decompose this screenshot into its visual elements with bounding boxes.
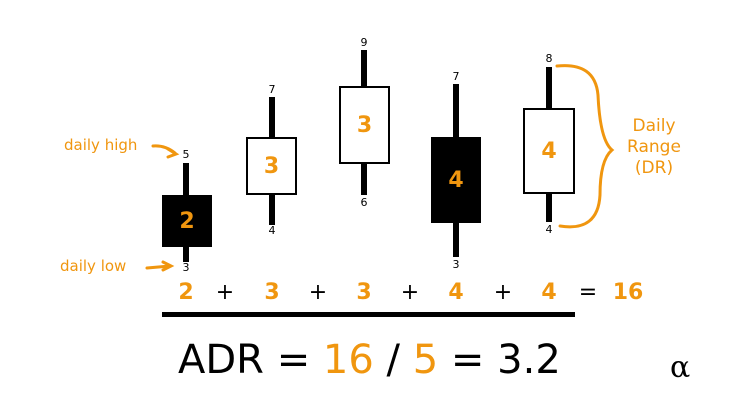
denominator: 5 [412, 337, 439, 383]
alpha-logo: α [670, 350, 691, 385]
range-value: 2 [179, 208, 195, 234]
brace-icon [555, 64, 615, 229]
low-value: 3 [182, 261, 190, 274]
daily-high-label: daily high [64, 136, 138, 154]
adr-result: 3.2 [497, 337, 561, 383]
high-value: 8 [545, 52, 553, 65]
low-value: 3 [452, 258, 460, 271]
equals-sign: = [450, 337, 485, 383]
adr-label: ADR [178, 337, 264, 383]
daily-range-label: Daily Range (DR) [626, 116, 682, 179]
candle-body: 4 [523, 108, 575, 194]
candle-body: 4 [431, 137, 481, 223]
high-value: 7 [268, 83, 276, 96]
equals-sign: = [578, 280, 598, 305]
candle-body: 3 [246, 137, 297, 195]
arrow-icon [145, 264, 172, 270]
arrow-head-icon [166, 147, 180, 159]
sum-term: 3 [356, 280, 372, 305]
arrow-head-icon [161, 260, 175, 272]
plus-sign: + [493, 280, 513, 305]
low-value: 6 [360, 196, 368, 209]
sum-term: 4 [541, 280, 557, 305]
daily-low-label: daily low [60, 257, 127, 275]
high-value: 7 [452, 70, 460, 83]
divider-line [162, 312, 575, 317]
daily-range-line: (DR) [634, 158, 674, 178]
equals-sign: = [276, 337, 311, 383]
range-value: 3 [356, 112, 373, 138]
range-value: 3 [263, 153, 280, 179]
range-value: 4 [448, 167, 464, 193]
divide-sign: / [386, 337, 401, 383]
sum-term: 4 [448, 280, 464, 305]
low-value: 4 [268, 224, 276, 237]
plus-sign: + [308, 280, 328, 305]
candle-body: 3 [339, 86, 390, 164]
candle-body: 2 [162, 195, 212, 247]
plus-sign: + [215, 280, 235, 305]
high-value: 9 [360, 36, 368, 49]
sum-term: 3 [264, 280, 280, 305]
daily-range-line: Daily [632, 116, 676, 136]
daily-range-line: Range [627, 137, 681, 157]
high-value: 5 [182, 148, 190, 161]
plus-sign: + [400, 280, 420, 305]
adr-formula: ADR = 16 / 5 = 3.2 [178, 336, 561, 384]
low-value: 4 [545, 223, 553, 236]
range-value: 4 [541, 138, 557, 164]
numerator: 16 [322, 337, 374, 383]
sum-term: 2 [178, 280, 194, 305]
sum-total: 16 [612, 280, 644, 305]
